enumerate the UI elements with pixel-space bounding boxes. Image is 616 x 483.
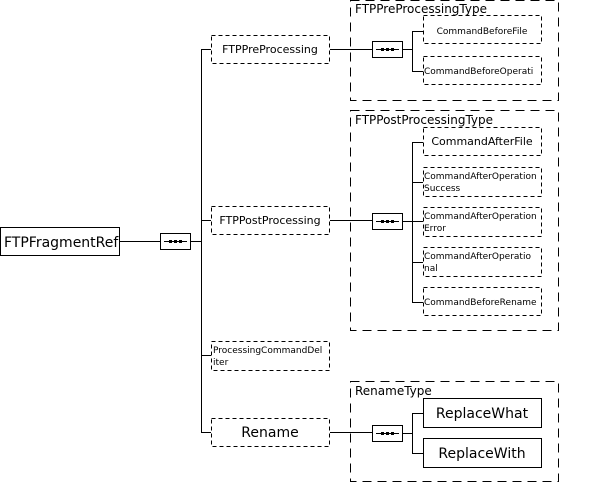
root-element[interactable]: FTPFragmentRef: [0, 227, 120, 256]
element-command-before-file[interactable]: CommandBeforeFile: [423, 15, 542, 44]
element-label-line-2: Error: [424, 224, 446, 234]
sequence-icon: [381, 432, 394, 435]
element-label: CommandBeforeOperati: [424, 67, 533, 77]
element-replace-what[interactable]: ReplaceWhat: [423, 398, 542, 428]
element-command-before-operation[interactable]: CommandBeforeOperati: [423, 56, 542, 85]
group-title: FTPPreProcessingType: [355, 2, 487, 16]
group-title: FTPPostProcessingType: [355, 113, 493, 127]
element-label-line-1: CommandAfterOperation: [424, 212, 537, 222]
group-ftp-pre-processing-type: FTPPreProcessingType: [350, 0, 559, 101]
element-processing-command-delimiter[interactable]: ProcessingCommandDel iter: [211, 341, 330, 371]
element-command-before-rename[interactable]: CommandBeforeRename: [423, 287, 542, 316]
element-label: CommandBeforeFile: [437, 27, 528, 37]
pre-sequence-compositor[interactable]: [372, 41, 403, 58]
element-label: CommandBeforeRename: [424, 298, 537, 308]
element-label: FTPPostProcessing: [219, 214, 320, 227]
element-command-after-operational[interactable]: CommandAfterOperatio nal: [423, 247, 542, 277]
element-label: FTPPreProcessing: [222, 43, 318, 56]
element-label-line-2: Success: [424, 184, 461, 194]
rename-sequence-compositor[interactable]: [372, 425, 403, 442]
element-label: Rename: [241, 425, 298, 441]
element-label: ReplaceWith: [438, 446, 525, 462]
sequence-icon: [381, 220, 394, 223]
element-label-line-1: CommandAfterOperatio: [424, 252, 531, 262]
element-label-line-2: nal: [424, 264, 438, 274]
element-ftp-post-processing[interactable]: FTPPostProcessing: [211, 206, 330, 235]
element-command-after-operation-error[interactable]: CommandAfterOperation Error: [423, 207, 542, 237]
element-label-line-2: iter: [213, 358, 229, 368]
sequence-icon: [381, 48, 394, 51]
element-command-after-file[interactable]: CommandAfterFile: [423, 127, 542, 156]
group-rename-type: RenameType: [350, 381, 559, 482]
element-rename[interactable]: Rename: [211, 418, 330, 447]
element-ftp-pre-processing[interactable]: FTPPreProcessing: [211, 35, 330, 64]
element-label-line-1: CommandAfterOperation: [424, 172, 537, 182]
element-label: ReplaceWhat: [436, 406, 529, 422]
group-ftp-post-processing-type: FTPPostProcessingType: [350, 110, 559, 331]
sequence-icon: [169, 240, 182, 243]
element-label: CommandAfterFile: [431, 135, 533, 148]
element-command-after-operation-success[interactable]: CommandAfterOperation Success: [423, 167, 542, 197]
root-sequence-compositor[interactable]: [160, 233, 191, 250]
element-replace-with[interactable]: ReplaceWith: [423, 438, 542, 468]
element-label-line-1: ProcessingCommandDel: [213, 346, 322, 356]
root-label: FTPFragmentRef: [4, 235, 119, 251]
group-title: RenameType: [355, 384, 432, 398]
post-sequence-compositor[interactable]: [372, 213, 403, 230]
